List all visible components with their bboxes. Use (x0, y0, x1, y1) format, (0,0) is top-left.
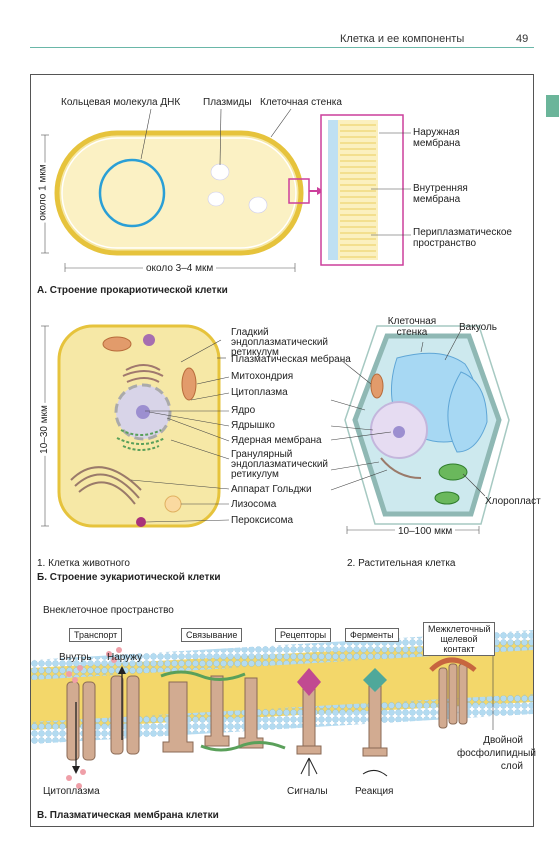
label-cytoplasm: Цитоплазма (43, 786, 100, 797)
mitochondrion (102, 336, 132, 352)
label-signals: Сигналы (287, 786, 328, 797)
circular-dna (98, 158, 166, 228)
peroxisome (143, 334, 155, 346)
peroxisome (136, 517, 146, 527)
animal-label-item: Ядро (231, 405, 256, 416)
caption-c: В. Плазматическая мембрана клетки (37, 810, 219, 821)
caption-b: Б. Строение эукариотической клетки (37, 572, 221, 583)
section-tab (546, 95, 559, 117)
label-height: около 1 мкм (37, 162, 49, 223)
label-dna: Кольцевая молекула ДНК (61, 97, 181, 108)
prokaryote-diagram (41, 108, 411, 272)
header-rule (30, 47, 534, 48)
caption-a: А. Строение прокариотической клетки (37, 285, 228, 296)
animal-label-item: Гладкий эндоплазматический ретикулум (231, 327, 329, 358)
plasmid (248, 196, 268, 214)
label-chloroplast: Хлоропласт (485, 496, 541, 507)
animal-label-item: Плазматическая мебрана (231, 354, 351, 365)
page-header-title: Клетка и ее компоненты (340, 33, 465, 45)
rough-er (116, 429, 166, 451)
bilayer-bottom (31, 694, 533, 744)
label-transport: Транспорт (69, 628, 123, 642)
label-enzymes: Ферменты (345, 628, 399, 642)
plasmid (210, 163, 230, 181)
animal-label-item: Пероксисома (231, 515, 294, 526)
label-cell-wall: Клеточная стенка (260, 97, 342, 108)
label-plant-wall: Клеточная стенка (387, 316, 437, 338)
label-periplasm: Периплазматическое пространство (413, 227, 512, 249)
label-gap-junction: Межклеточный щелевой контакт (423, 622, 495, 656)
panel-prokaryote: Кольцевая молекула ДНК Плазмиды Клеточна… (30, 74, 534, 302)
label-size-plant: 10–100 мкм (395, 526, 456, 537)
lysosome (164, 495, 182, 513)
panel-membrane: Внеклеточное пространство Транспорт Связ… (30, 590, 536, 827)
label-vacuole: Вакуоль (459, 322, 497, 333)
chloroplast (434, 491, 460, 505)
label-plasmids: Плазмиды (203, 97, 252, 108)
plasmid (207, 191, 225, 207)
label-reaction: Реакция (355, 786, 394, 797)
label-outer-membrane: Наружная мембрана (413, 127, 461, 149)
animal-label-item: Митохондрия (231, 371, 294, 382)
label-animal-cell: 1. Клетка животного (37, 558, 130, 569)
mitochondrion (181, 367, 197, 401)
animal-label-item: Ядерная мембрана (231, 435, 322, 446)
label-binding: Связывание (181, 628, 243, 642)
label-bilayer: Двойной фосфолипидный слой (457, 735, 536, 772)
label-inner-membrane: Внутренняя мембрана (413, 183, 468, 205)
label-inside: Внутрь (59, 652, 92, 663)
chloroplast (438, 463, 468, 481)
label-extracellular: Внеклеточное пространство (43, 605, 174, 616)
label-width: около 3–4 мкм (143, 263, 217, 274)
label-outside: Наружу (107, 652, 143, 663)
animal-label-item: Лизосома (231, 499, 277, 510)
animal-label-item: Цитоплазма (231, 387, 288, 398)
label-receptors: Рецепторы (275, 628, 332, 642)
animal-label-item: Аппарат Гольджи (231, 484, 312, 495)
label-size-animal: 10–30 мкм (38, 403, 50, 456)
animal-label-item: Ядрышко (231, 420, 275, 431)
golgi (70, 466, 142, 505)
eukaryote-diagram (41, 324, 510, 534)
page-number: 49 (516, 33, 529, 45)
label-plant-cell: 2. Растительная клетка (347, 558, 456, 569)
bilayer-top (31, 630, 533, 680)
animal-label-item: Гранулярный эндоплазматический ретикулум (231, 449, 329, 480)
